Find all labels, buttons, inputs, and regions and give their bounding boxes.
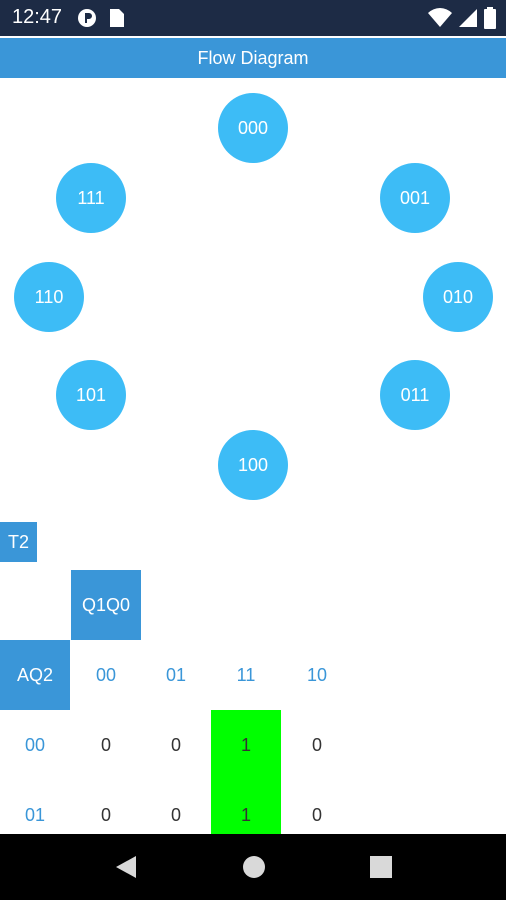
kmap-column-variable-label: Q1Q0 bbox=[71, 570, 141, 640]
wifi-icon bbox=[428, 8, 452, 28]
kmap-column-header: 10 bbox=[306, 664, 328, 685]
kmap-row-header: 01 bbox=[24, 804, 46, 825]
kmap-column-header: 00 bbox=[95, 664, 117, 685]
back-icon[interactable] bbox=[112, 852, 142, 882]
sim-card-icon bbox=[108, 7, 126, 29]
kmap-cell[interactable]: 0 bbox=[311, 804, 322, 825]
signal-icon bbox=[458, 8, 478, 28]
page-title: Flow Diagram bbox=[197, 48, 309, 68]
battery-icon bbox=[484, 7, 496, 29]
navigation-bar bbox=[0, 834, 506, 900]
kmap-row-header: 00 bbox=[24, 734, 46, 755]
kmap-cell[interactable]: 0 bbox=[170, 804, 181, 825]
state-node-010[interactable]: 010 bbox=[423, 262, 493, 332]
state-node-101[interactable]: 101 bbox=[56, 360, 126, 430]
kmap-cell[interactable]: 0 bbox=[170, 734, 181, 755]
status-time: 12:47 bbox=[12, 6, 63, 28]
kmap-cell[interactable]: 0 bbox=[100, 804, 111, 825]
state-node-011[interactable]: 011 bbox=[380, 360, 450, 430]
kmap-cell-highlighted[interactable]: 1 bbox=[211, 780, 281, 834]
recents-icon[interactable] bbox=[366, 852, 396, 882]
app-bar: Flow Diagram bbox=[0, 38, 506, 78]
state-node-110[interactable]: 110 bbox=[14, 262, 84, 332]
kmap-output-label: T2 bbox=[0, 522, 37, 562]
privacy-icon bbox=[76, 7, 98, 29]
kmap-cell[interactable]: 0 bbox=[311, 734, 322, 755]
kmap-cell[interactable]: 0 bbox=[100, 734, 111, 755]
kmap-column-header: 01 bbox=[165, 664, 187, 685]
state-node-000[interactable]: 000 bbox=[218, 93, 288, 163]
state-node-001[interactable]: 001 bbox=[380, 163, 450, 233]
kmap-cell-highlighted[interactable]: 1 bbox=[211, 710, 281, 780]
kmap-row-variable-label: AQ2 bbox=[0, 640, 70, 710]
state-node-111[interactable]: 111 bbox=[56, 163, 126, 233]
status-bar: 12:47 bbox=[0, 0, 506, 36]
karnaugh-map: T2 Q1Q0 AQ2 00 01 11 10 00 0 0 1 0 01 0 … bbox=[0, 518, 506, 834]
flow-diagram: 000 001 010 011 100 101 110 111 bbox=[0, 78, 506, 518]
home-icon[interactable] bbox=[239, 852, 269, 882]
kmap-column-header: 11 bbox=[236, 664, 256, 685]
state-node-100[interactable]: 100 bbox=[218, 430, 288, 500]
